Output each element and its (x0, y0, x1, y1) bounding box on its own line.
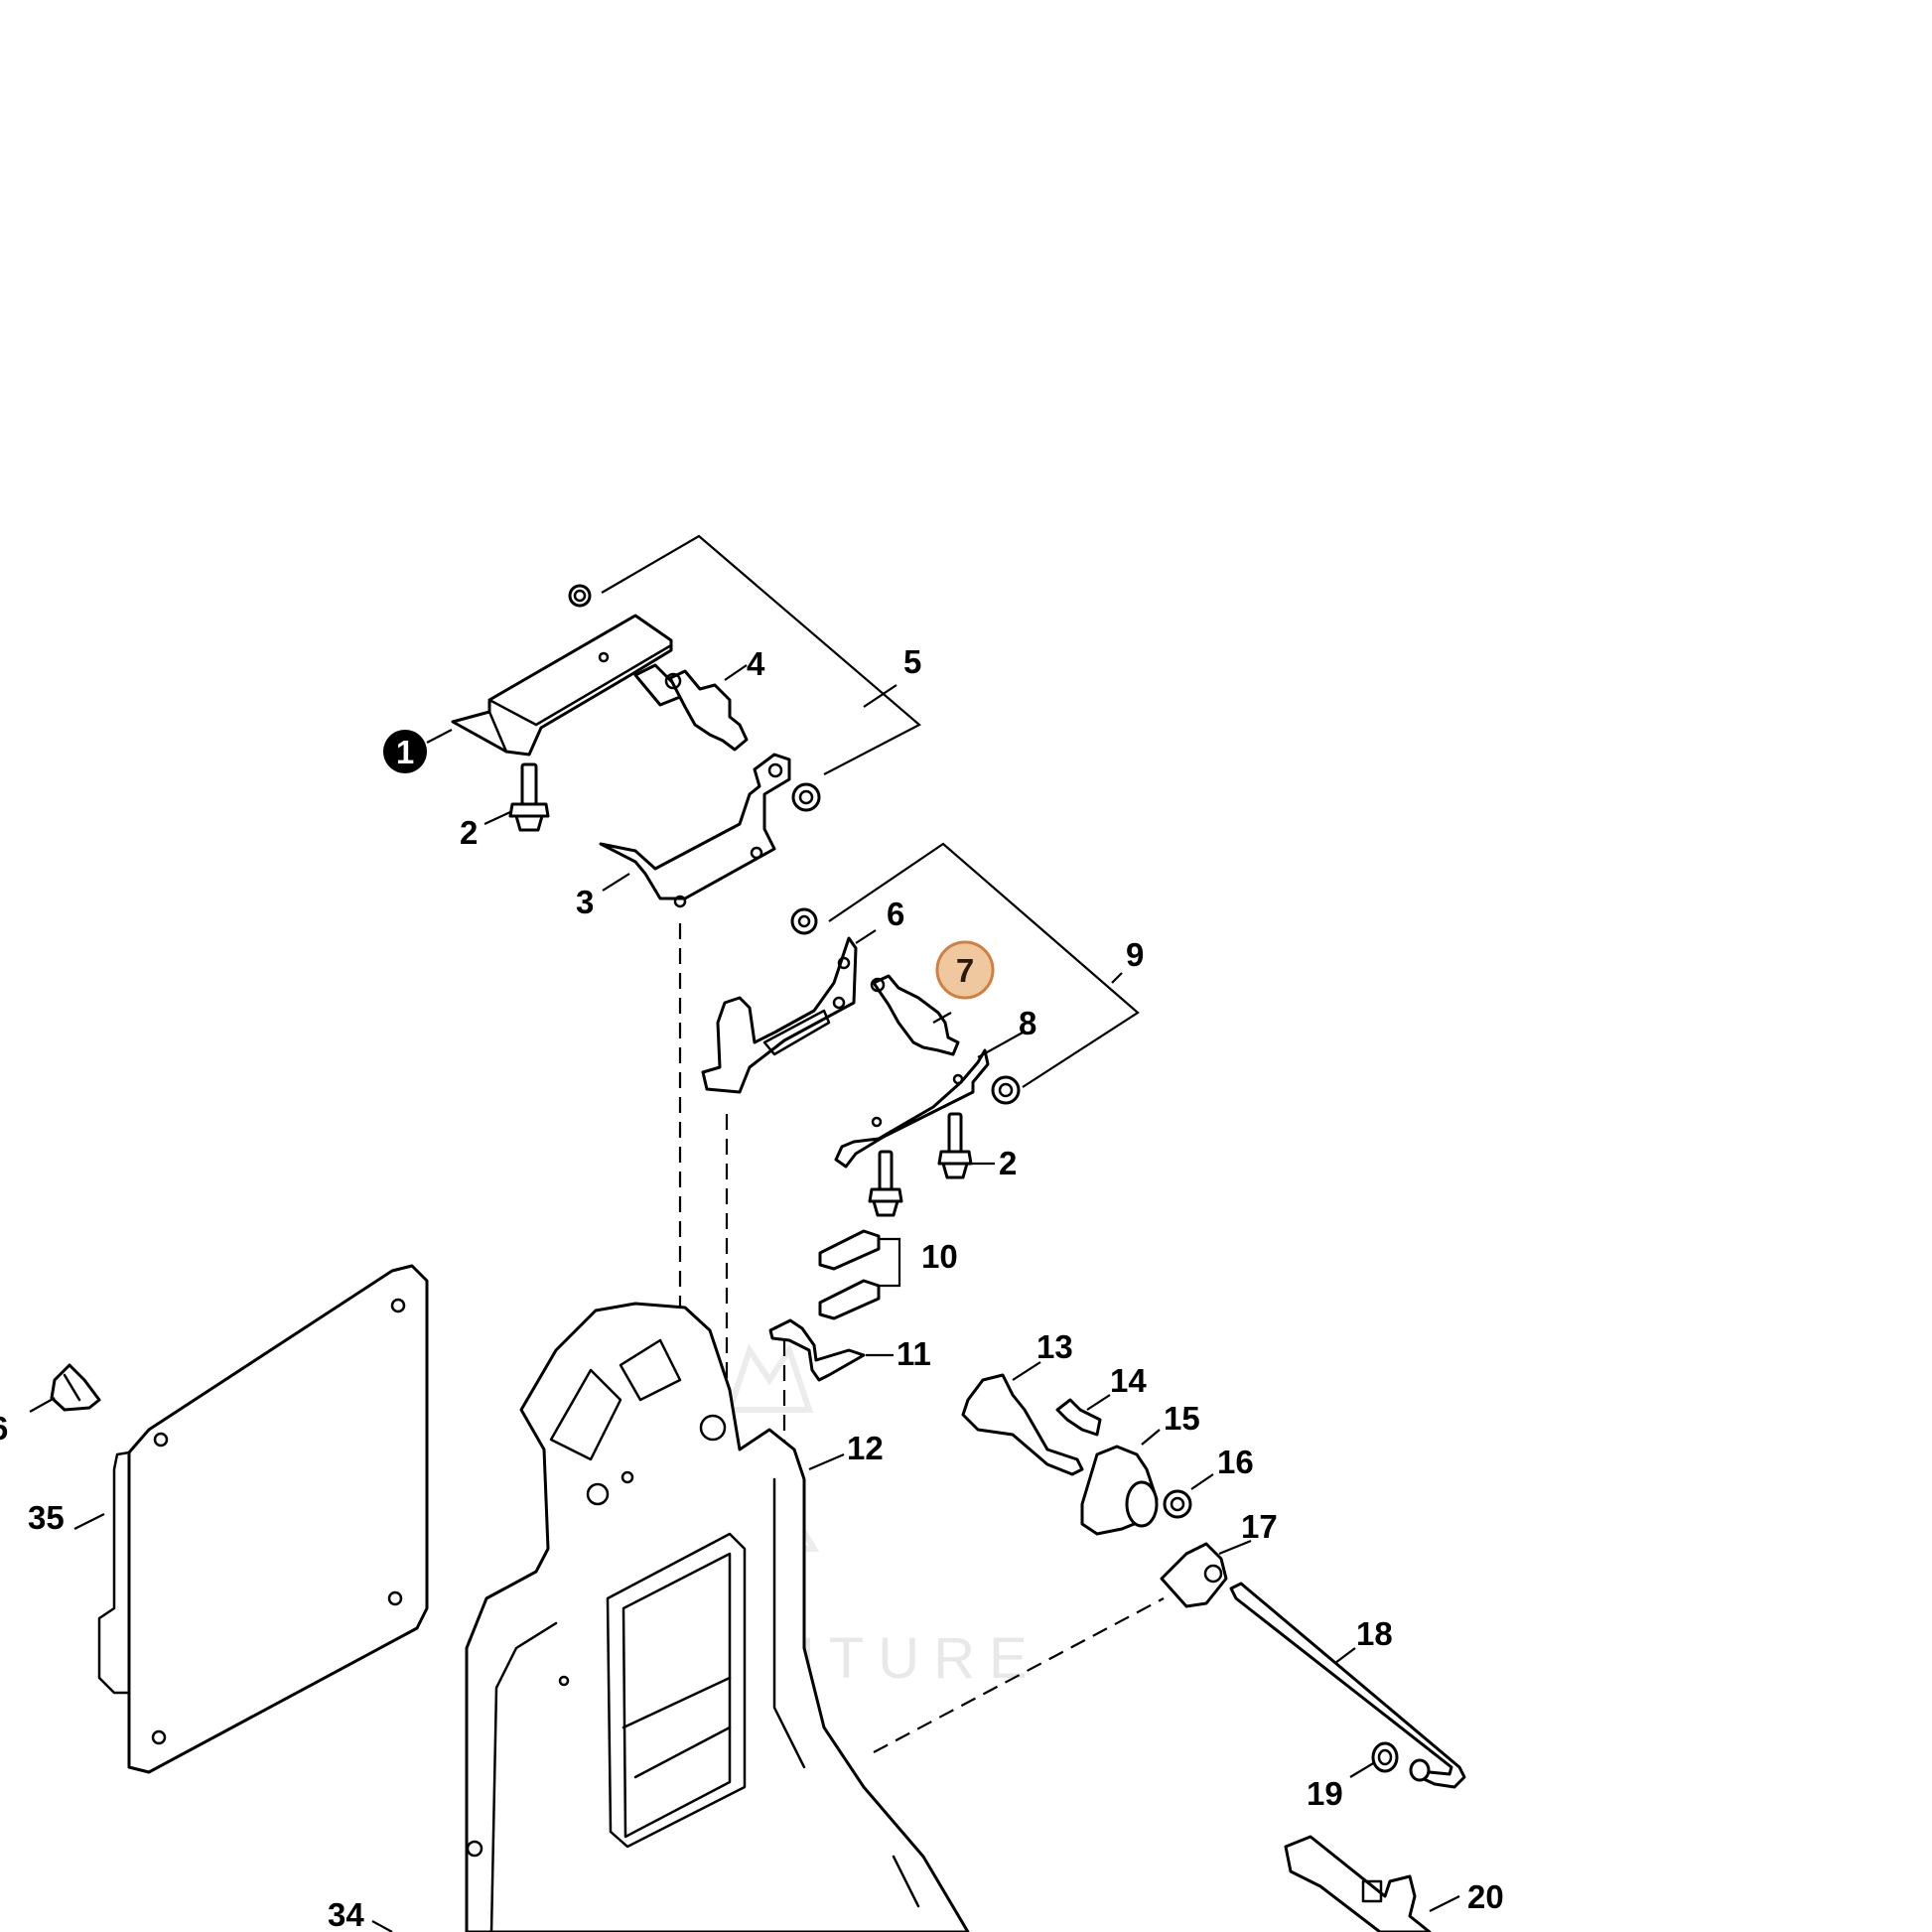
callout-4: 4 (747, 645, 765, 682)
callout-18: 18 (1356, 1615, 1393, 1652)
part-horn-13 (961, 1373, 1084, 1476)
callout-3: 3 (576, 884, 594, 920)
callout-19: 19 (1307, 1775, 1343, 1812)
part-flange-15 (1080, 1445, 1159, 1536)
part-screw-2a (508, 762, 550, 832)
callout-20: 20 (1467, 1878, 1504, 1915)
callouts: 1 2 2 3 4 5 6 7 8 9 10 11 12 13 14 15 16… (0, 643, 1504, 1932)
callout-2-top: 2 (460, 814, 478, 851)
callout-1: 1 (396, 734, 414, 770)
part-washer-19 (1371, 1741, 1431, 1782)
part-nut-5 (791, 782, 821, 812)
part-nut-6 (790, 907, 818, 935)
part-plate-6 (701, 936, 858, 1094)
part-nipple-7 (870, 974, 960, 1056)
part-tensioner-17 (1160, 1542, 1228, 1608)
callout-9: 9 (1126, 936, 1144, 973)
leader-lines (29, 664, 1460, 1932)
group-bracket-5 (601, 534, 921, 775)
callout-11: 11 (897, 1335, 931, 1372)
part-cover-35 (97, 1264, 429, 1774)
part-bolt-14 (1055, 1398, 1102, 1437)
part-pads-10 (818, 1229, 881, 1320)
callout-17: 17 (1241, 1508, 1278, 1545)
callout-2-mid: 2 (999, 1145, 1017, 1181)
callout-10: 10 (921, 1238, 958, 1275)
callout-6: 6 (887, 896, 904, 932)
callout-34: 34 (328, 1896, 364, 1932)
part-screw-2b (937, 1112, 973, 1179)
callout-36: 6 (0, 1410, 8, 1447)
callout-5: 5 (903, 643, 921, 680)
part-clip-11 (768, 1318, 866, 1382)
callout-1-badge (383, 730, 427, 773)
part-frame-12 (465, 1302, 970, 1932)
leader-10-bracket (879, 1237, 901, 1288)
part-bracket-3 (599, 753, 791, 908)
part-nut-9 (991, 1075, 1021, 1105)
group-bracket-9 (828, 842, 1140, 1088)
part-strap-8 (834, 1048, 990, 1169)
part-nut-16 (1163, 1489, 1192, 1519)
callout-35: 35 (28, 1499, 65, 1536)
part-lever-20 (1284, 1835, 1432, 1932)
callout-7-highlight (935, 940, 995, 1000)
callout-13: 13 (1036, 1328, 1073, 1365)
callout-14: 14 (1110, 1362, 1147, 1399)
callout-16: 16 (1217, 1444, 1254, 1480)
callout-15: 15 (1164, 1400, 1200, 1437)
callout-7: 7 (956, 952, 974, 989)
callout-8: 8 (1019, 1005, 1036, 1041)
part-nipple-4 (664, 669, 749, 752)
part-fastener-36 (50, 1363, 101, 1412)
part-bracket-top (451, 584, 687, 757)
part-rod-18 (1229, 1582, 1466, 1789)
callout-12: 12 (847, 1430, 884, 1466)
part-screw-2c (868, 1150, 903, 1217)
